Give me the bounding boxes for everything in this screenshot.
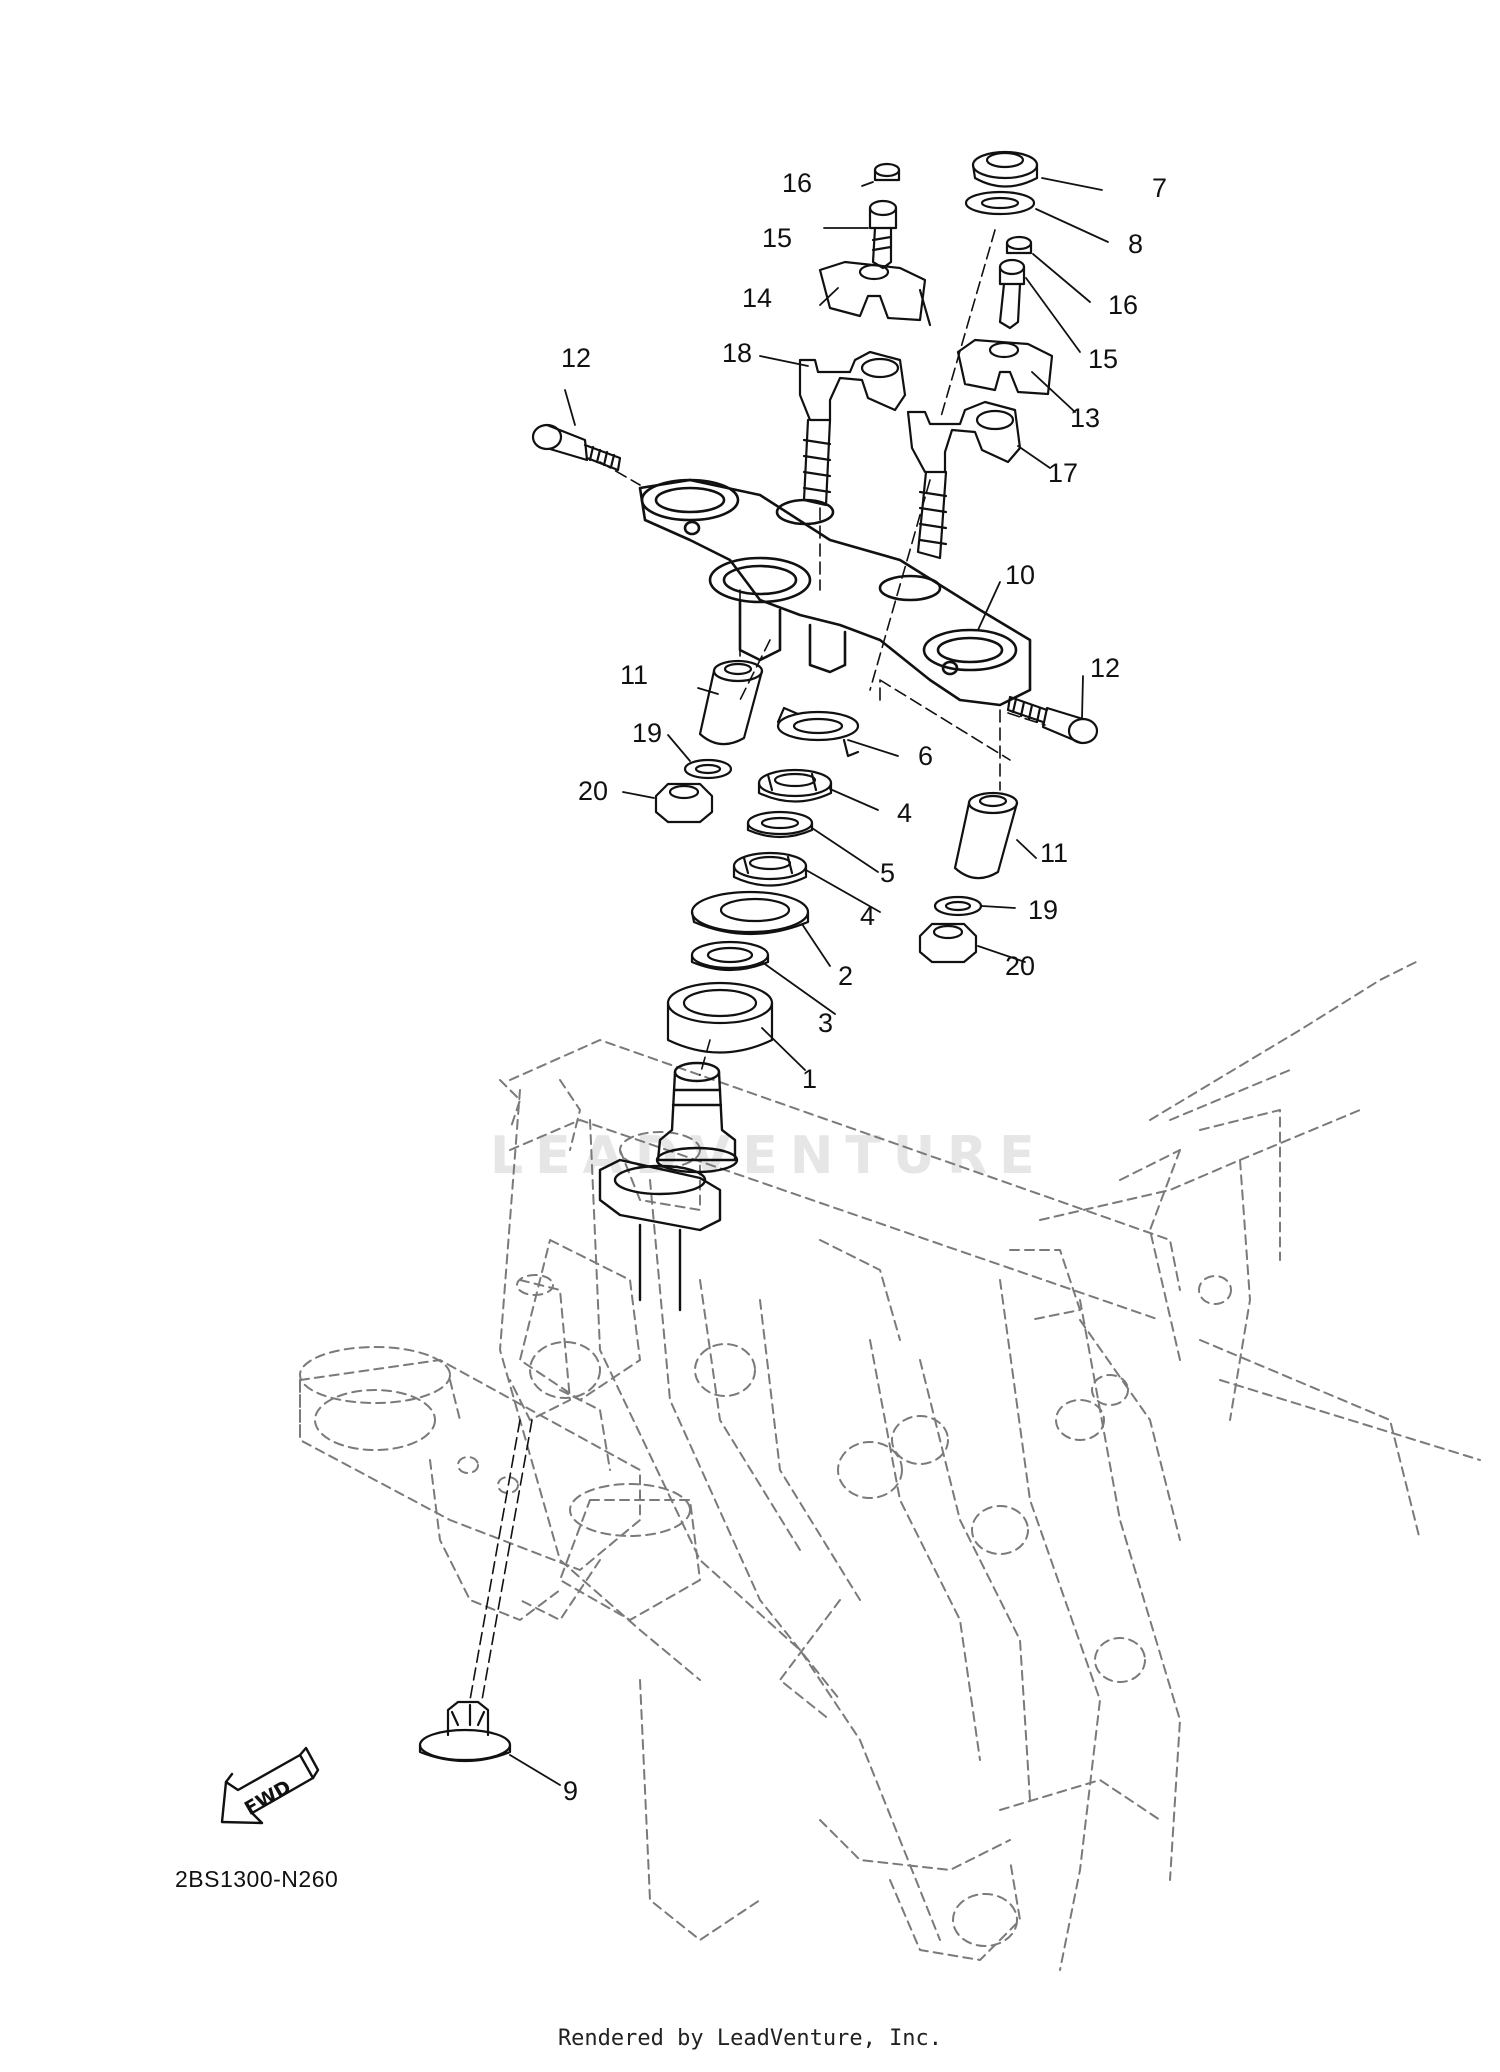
cap-16-right	[1005, 235, 1033, 255]
dust-seal-2	[690, 890, 810, 936]
watermark: LEADVENTURE	[490, 1126, 1047, 1186]
holder-14	[818, 260, 932, 327]
washer-5	[746, 810, 814, 839]
cap-16-left	[873, 162, 901, 182]
spacer-11-left	[698, 659, 764, 746]
callout-15-left: 15	[762, 223, 793, 253]
lock-washer-6	[776, 706, 860, 758]
callout-18: 18	[722, 338, 753, 368]
ring-nut-4-upper	[757, 768, 833, 803]
bolt-15-left	[868, 199, 898, 270]
ring-nut-4-lower	[732, 851, 808, 887]
callout-9: 9	[563, 1776, 579, 1806]
fwd-arrow-icon	[220, 1746, 320, 1825]
callout-14: 14	[742, 283, 773, 313]
upper-bracket-10	[638, 478, 1032, 707]
callout-20-right: 20	[1005, 951, 1036, 981]
steering-stem	[598, 1061, 739, 1312]
callout-19-right: 19	[1028, 895, 1059, 925]
callout-15-right: 15	[1088, 344, 1119, 374]
callout-12-right: 12	[1090, 653, 1121, 683]
callout-17: 17	[1048, 458, 1079, 488]
callout-4-lower: 4	[860, 901, 876, 931]
frame-outline	[499, 959, 1481, 1971]
callout-5: 5	[880, 858, 896, 888]
washer-19-right	[933, 895, 983, 917]
diagram-code: 2BS1300-N260	[175, 1866, 339, 1892]
holder-13	[956, 338, 1054, 396]
callout-2: 2	[838, 961, 854, 991]
bearing-1	[666, 981, 774, 1054]
callout-10: 10	[1005, 560, 1036, 590]
callout-16-right: 16	[1108, 290, 1139, 320]
callout-11-right: 11	[1040, 838, 1069, 868]
bearing-3	[690, 940, 770, 972]
lower-bracket-outline	[299, 1131, 701, 1621]
holder-17	[906, 400, 1022, 560]
washer-8	[964, 190, 1036, 216]
callout-6: 6	[918, 741, 934, 771]
nut-20-left	[654, 782, 714, 824]
holder-18	[798, 350, 907, 507]
callout-4-upper: 4	[897, 798, 913, 828]
callout-19-left: 19	[632, 718, 663, 748]
cap-9	[418, 1700, 512, 1763]
alignment-lines	[469, 229, 1046, 1701]
nut-7	[971, 150, 1039, 188]
washer-19-left	[683, 758, 733, 780]
callout-12-left: 12	[561, 343, 592, 373]
callout-1: 1	[802, 1064, 818, 1094]
bolt-12-right	[1006, 695, 1099, 745]
callout-13: 13	[1070, 403, 1101, 433]
bolt-15-right	[998, 258, 1026, 330]
callout-11-left: 11	[620, 660, 649, 690]
callout-3: 3	[818, 1008, 834, 1038]
callout-7: 7	[1152, 173, 1168, 203]
callout-8: 8	[1128, 229, 1144, 259]
footer-credit: Rendered by LeadVenture, Inc.	[557, 2026, 943, 2051]
bolt-12-left	[531, 423, 622, 472]
nut-20-right	[918, 922, 978, 964]
callout-16-left: 16	[782, 168, 813, 198]
callout-20-left: 20	[578, 776, 609, 806]
leader-lines	[509, 177, 1109, 1786]
spacer-11-right	[953, 791, 1019, 880]
